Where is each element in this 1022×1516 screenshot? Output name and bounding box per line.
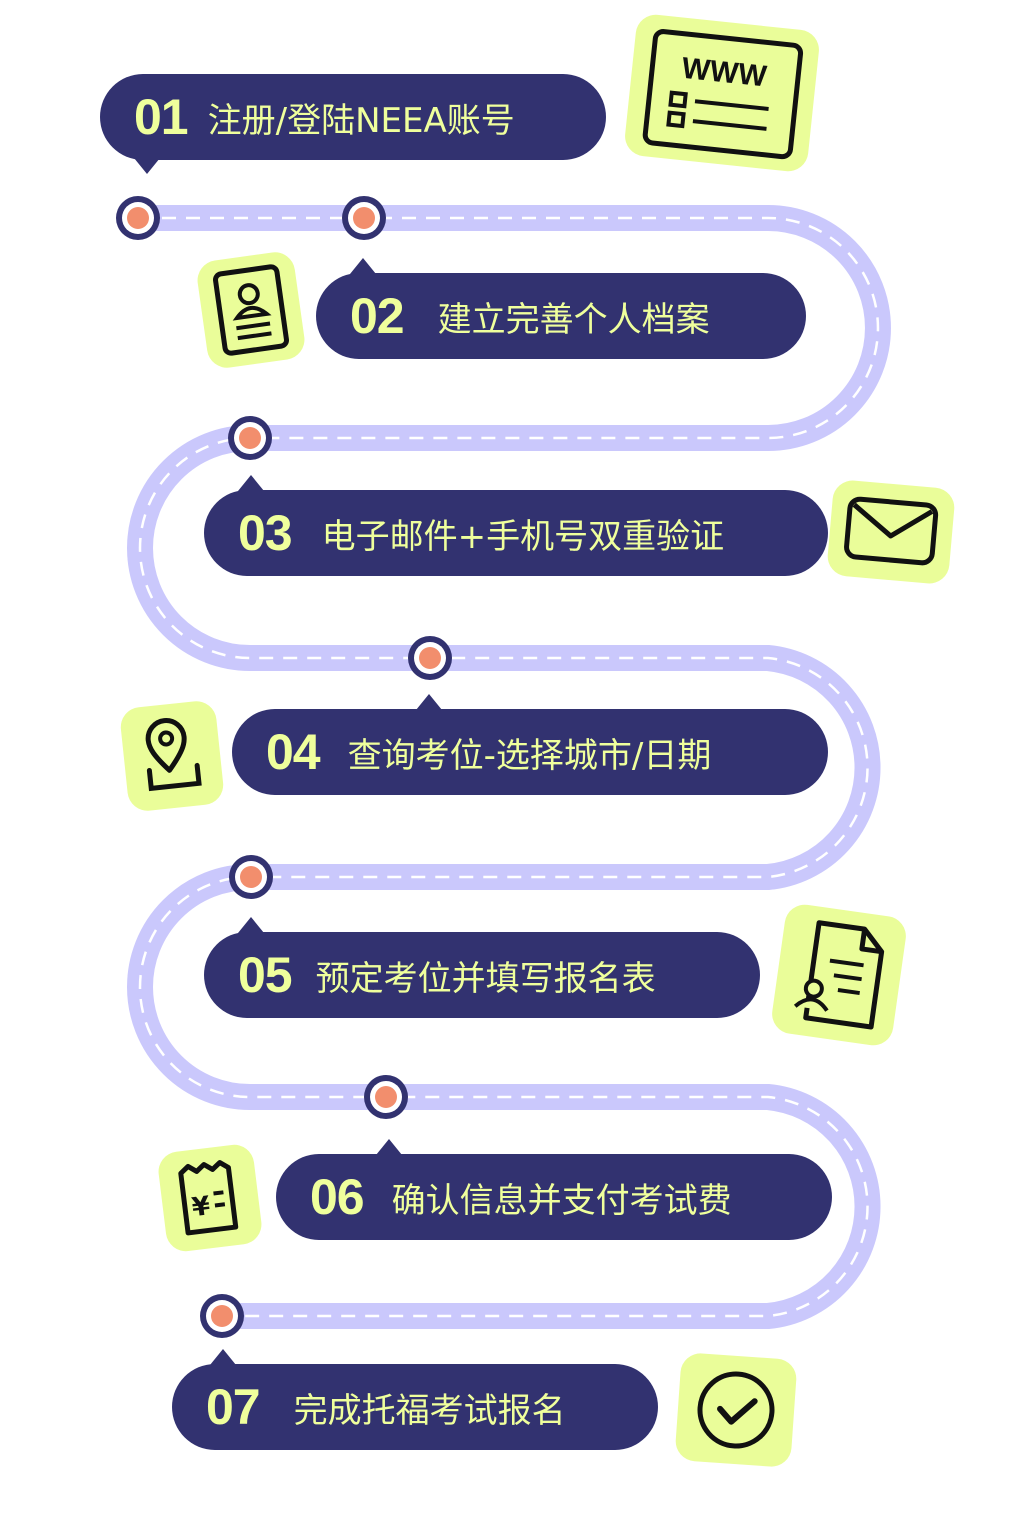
receipt-yen-icon: ¥ (156, 1142, 264, 1254)
envelope-icon (826, 478, 956, 586)
step-6-pointer (376, 1139, 402, 1155)
step-5-label: 预定考位并填写报名表 (315, 958, 656, 999)
profile-card-icon (194, 249, 308, 371)
website-icon: WWW (623, 12, 821, 174)
step-4-number: 04 (266, 724, 321, 780)
form-document-icon (769, 902, 909, 1048)
step-4-pill: 04 查询考位-选择城市/日期 (232, 694, 828, 795)
waypoint-dot-center-4 (419, 647, 441, 669)
waypoint-dot-center-3 (239, 427, 261, 449)
step-7-label: 完成托福考试报名 (293, 1390, 566, 1431)
step-5-pointer (238, 917, 264, 933)
step-7-pointer (210, 1349, 236, 1365)
step-3-label: 电子邮件+手机号双重验证 (321, 516, 725, 557)
waypoint-dot-center-1 (127, 207, 149, 229)
www-text: WWW (680, 52, 769, 94)
step-3-number: 03 (238, 505, 293, 561)
waypoint-dot-center-7 (211, 1305, 233, 1327)
waypoint-dot-center-6 (375, 1086, 397, 1108)
step-7-number: 07 (206, 1379, 261, 1435)
step-2-number: 02 (350, 288, 405, 344)
step-6-pill: 06 确认信息并支付考试费 (276, 1139, 832, 1240)
step-5-pill: 05 预定考位并填写报名表 (204, 917, 760, 1018)
step-2-pointer (350, 258, 376, 274)
location-pin-icon (118, 699, 226, 813)
step-1-number: 01 (134, 89, 189, 145)
step-6-label: 确认信息并支付考试费 (391, 1180, 732, 1221)
step-3-pill: 03 电子邮件+手机号双重验证 (204, 475, 828, 576)
waypoint-dot-center-2 (353, 207, 375, 229)
waypoint-dot-center-5 (240, 866, 262, 888)
step-1-pill: 01 注册/登陆NEEA账号 (100, 74, 606, 174)
step-1-pointer (134, 158, 160, 174)
step-4-pointer (416, 694, 442, 710)
step-4-label: 查询考位-选择城市/日期 (347, 735, 712, 776)
step-5-number: 05 (238, 947, 293, 1003)
step-6-number: 06 (310, 1169, 365, 1225)
step-1-label: 注册/登陆NEEA账号 (207, 100, 515, 141)
check-circle-icon (674, 1352, 798, 1468)
step-2-label: 建立完善个人档案 (437, 299, 710, 340)
step-3-pointer (238, 475, 264, 491)
step-2-pill: 02 建立完善个人档案 (316, 258, 806, 359)
step-7-pill: 07 完成托福考试报名 (172, 1349, 658, 1450)
yen-symbol: ¥ (190, 1191, 212, 1223)
